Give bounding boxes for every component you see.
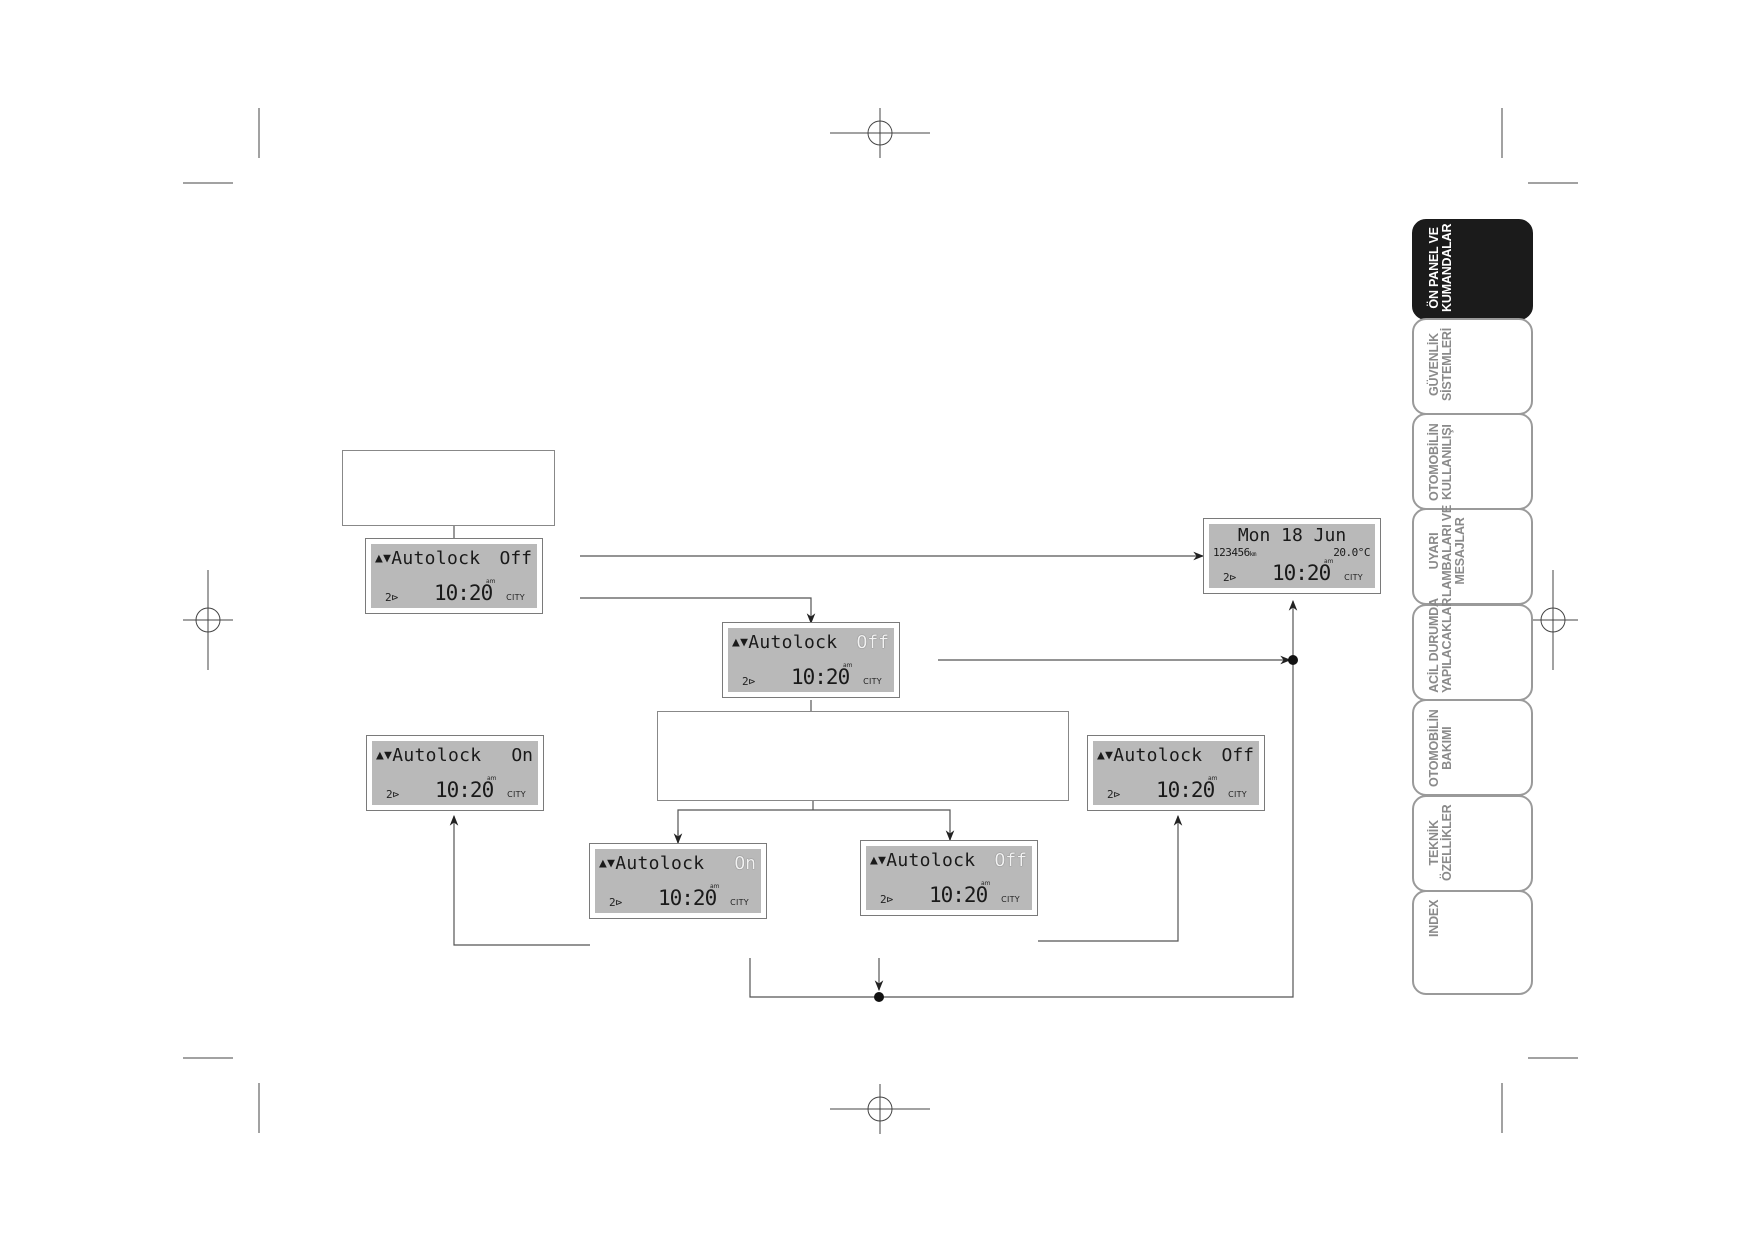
- lcd-state-blinking: Off: [994, 850, 1027, 871]
- temp-gauge-icon: ⊳: [1113, 788, 1121, 801]
- lcd-ampm: am: [981, 880, 991, 887]
- gear-indicator: 2⊳: [880, 893, 894, 906]
- lcd-mode: CITY: [1001, 895, 1020, 904]
- temp-gauge-icon: ⊳: [886, 893, 894, 906]
- tab-acil-durumda-yapilacaklar[interactable]: ACİL DURUMDA YAPILACAKLAR: [1412, 598, 1533, 701]
- tab-otomobilin-kullanilisi[interactable]: OTOMOBİLİN KULLANILIŞI: [1412, 413, 1533, 510]
- temp-gauge-icon: ⊳: [615, 896, 623, 909]
- tab-uyari-lambalari-ve-mesajlar[interactable]: UYARI LAMBALARI VE MESAJLAR: [1412, 505, 1533, 605]
- lcd-mode: CITY: [507, 790, 526, 799]
- lcd-label: Autolock: [748, 632, 838, 653]
- lcd-label: Autolock: [391, 548, 481, 569]
- lcd-time: 10:20: [435, 778, 494, 802]
- tab-guvenlik-sistemleri[interactable]: GÜVENLİK SİSTEMLERİ: [1412, 318, 1533, 415]
- lcd-ampm: am: [843, 662, 853, 669]
- up-down-arrows-icon: ▲▼: [375, 551, 392, 566]
- gear-indicator: 2⊳: [386, 788, 400, 801]
- tab-index[interactable]: INDEX: [1412, 890, 1533, 995]
- lcd-ampm: am: [710, 883, 720, 890]
- lcd-ampm: am: [487, 775, 497, 782]
- tab-teknik-ozellikler[interactable]: TEKNİK ÖZELLİKLER: [1412, 795, 1533, 892]
- up-down-arrows-icon: ▲▼: [376, 748, 393, 763]
- lcd-ampm: am: [1208, 775, 1218, 782]
- temp-gauge-icon: ⊳: [392, 788, 400, 801]
- lcd-autolock-option-off: ▲▼Autolock Off 2⊳ 10:20 am CITY: [860, 840, 1038, 916]
- lcd-mode: CITY: [1344, 573, 1363, 582]
- lcd-autolock-result-on: ▲▼Autolock On 2⊳ 10:20 am CITY: [366, 735, 544, 811]
- gear-indicator: 2⊳: [1223, 571, 1237, 584]
- lcd-autolock-option-on: ▲▼Autolock On 2⊳ 10:20 am CITY: [589, 843, 767, 919]
- lcd-state: Off: [499, 548, 532, 569]
- gear-indicator: 2⊳: [609, 896, 623, 909]
- lcd-autolock-result-off: ▲▼Autolock Off 2⊳ 10:20 am CITY: [1087, 735, 1265, 811]
- lcd-time: 10:20: [434, 581, 493, 605]
- lcd-label: Autolock: [886, 850, 976, 871]
- instruction-frame-middle: [657, 711, 1069, 801]
- lcd-state-blinking: Off: [856, 632, 889, 653]
- lcd-ampm: am: [1324, 558, 1334, 565]
- lcd-ampm: am: [486, 578, 496, 585]
- lcd-time: 10:20: [1156, 778, 1215, 802]
- lcd-mode: CITY: [863, 677, 882, 686]
- instruction-frame-top: [342, 450, 555, 526]
- up-down-arrows-icon: ▲▼: [599, 856, 616, 871]
- lcd-autolock-select: ▲▼Autolock Off 2⊳ 10:20 am CITY: [722, 622, 900, 698]
- lcd-time: 10:20: [791, 665, 850, 689]
- up-down-arrows-icon: ▲▼: [1097, 748, 1114, 763]
- lcd-label: Autolock: [1113, 745, 1203, 766]
- connectors: [449, 525, 1298, 998]
- lcd-state-blinking: On: [734, 853, 756, 874]
- tab-otomobilin-bakimi[interactable]: OTOMOBİLİN BAKIMI: [1412, 699, 1533, 796]
- lcd-mode: CITY: [730, 898, 749, 907]
- gear-indicator: 2⊳: [742, 675, 756, 688]
- lcd-state: On: [511, 745, 533, 766]
- temp-gauge-icon: ⊳: [1229, 571, 1237, 584]
- up-down-arrows-icon: ▲▼: [870, 853, 887, 868]
- tab-on-panel-ve-kumandalar[interactable]: ÖN PANEL VE KUMANDALAR: [1412, 219, 1533, 320]
- up-down-arrows-icon: ▲▼: [732, 635, 749, 650]
- lcd-time: 10:20: [658, 886, 717, 910]
- lcd-label: Autolock: [392, 745, 482, 766]
- gear-indicator: 2⊳: [385, 591, 399, 604]
- lcd-home-screen: Mon 18 Jun 123456km 20.0°C 2⊳ 10:20 am C…: [1203, 518, 1381, 594]
- lcd-time: 10:20: [929, 883, 988, 907]
- lcd-state: Off: [1221, 745, 1254, 766]
- lcd-label: Autolock: [615, 853, 705, 874]
- junction-dots: [874, 655, 1298, 1002]
- crop-marks: [183, 108, 1578, 1134]
- lcd-mode: CITY: [1228, 790, 1247, 799]
- temp-gauge-icon: ⊳: [748, 675, 756, 688]
- lcd-mode: CITY: [506, 593, 525, 602]
- gear-indicator: 2⊳: [1107, 788, 1121, 801]
- lcd-autolock-start: ▲▼Autolock Off 2⊳ 10:20 am CITY: [365, 538, 543, 614]
- lcd-time: 10:20: [1272, 561, 1331, 585]
- lcd-date: Mon 18 Jun: [1237, 525, 1347, 546]
- lcd-odometer: 123456km: [1213, 546, 1257, 559]
- temp-gauge-icon: ⊳: [391, 591, 399, 604]
- lcd-temperature: 20.0°C: [1333, 546, 1370, 559]
